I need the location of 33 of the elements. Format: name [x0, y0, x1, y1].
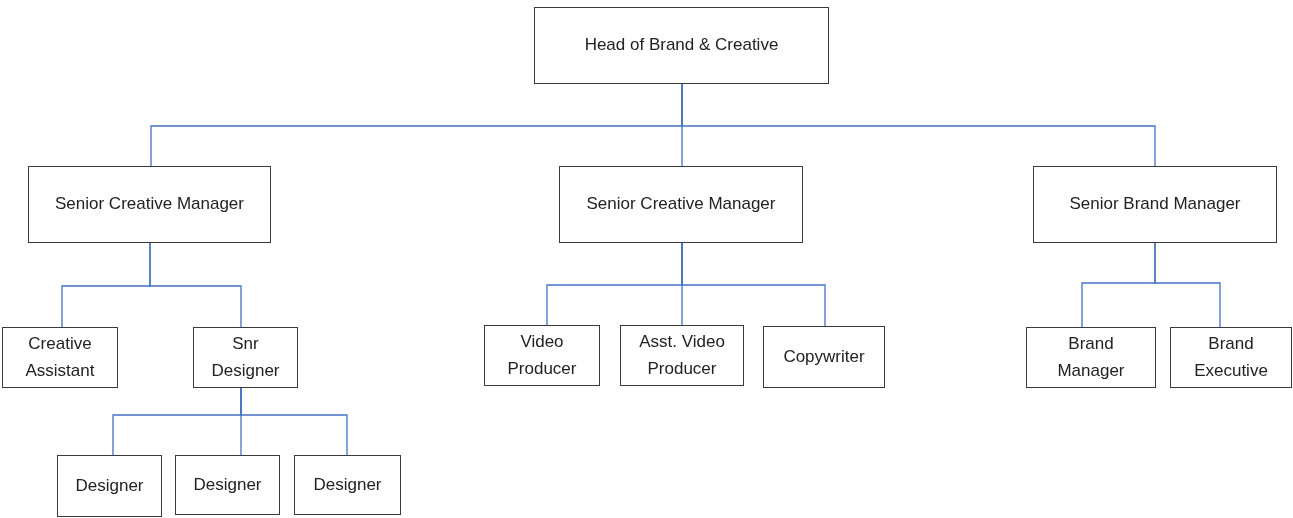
role-title: Video Producer	[506, 331, 578, 380]
role-title: Senior Creative Manager	[586, 193, 776, 216]
role-title: Designer	[75, 474, 144, 497]
role-title: Designer	[313, 473, 382, 496]
role-title: Designer	[193, 473, 262, 496]
role-title: Creative Assistant	[24, 333, 96, 382]
role-title: Senior Brand Manager	[1069, 193, 1241, 216]
org-box	[763, 326, 885, 388]
role-title: Senior Creative Manager	[55, 193, 244, 216]
role-title: Head of Brand & Creative	[584, 34, 779, 57]
org-box	[2, 327, 118, 388]
connector-line	[1154, 242, 1221, 328]
role-title: Brand Executive	[1193, 333, 1269, 382]
connector-line	[681, 242, 826, 327]
org-box	[1026, 327, 1156, 388]
org-box	[193, 327, 298, 388]
org-box	[534, 7, 829, 84]
org-box	[28, 166, 271, 243]
org-box	[175, 455, 280, 515]
org-box	[57, 455, 162, 517]
org-box	[294, 455, 401, 515]
org-box	[1033, 166, 1277, 243]
connector-line	[681, 83, 1156, 167]
org-box	[484, 325, 600, 386]
role-title: Brand Manager	[1056, 333, 1126, 382]
org-box	[620, 325, 744, 386]
connector-line	[149, 242, 242, 328]
org-box	[559, 166, 803, 243]
role-title: Copywriter	[783, 345, 865, 368]
connector-line	[240, 387, 348, 456]
role-title: Asst. Video Producer	[638, 331, 726, 380]
org-box	[1170, 327, 1292, 388]
role-title: Snr Designer	[210, 333, 281, 382]
